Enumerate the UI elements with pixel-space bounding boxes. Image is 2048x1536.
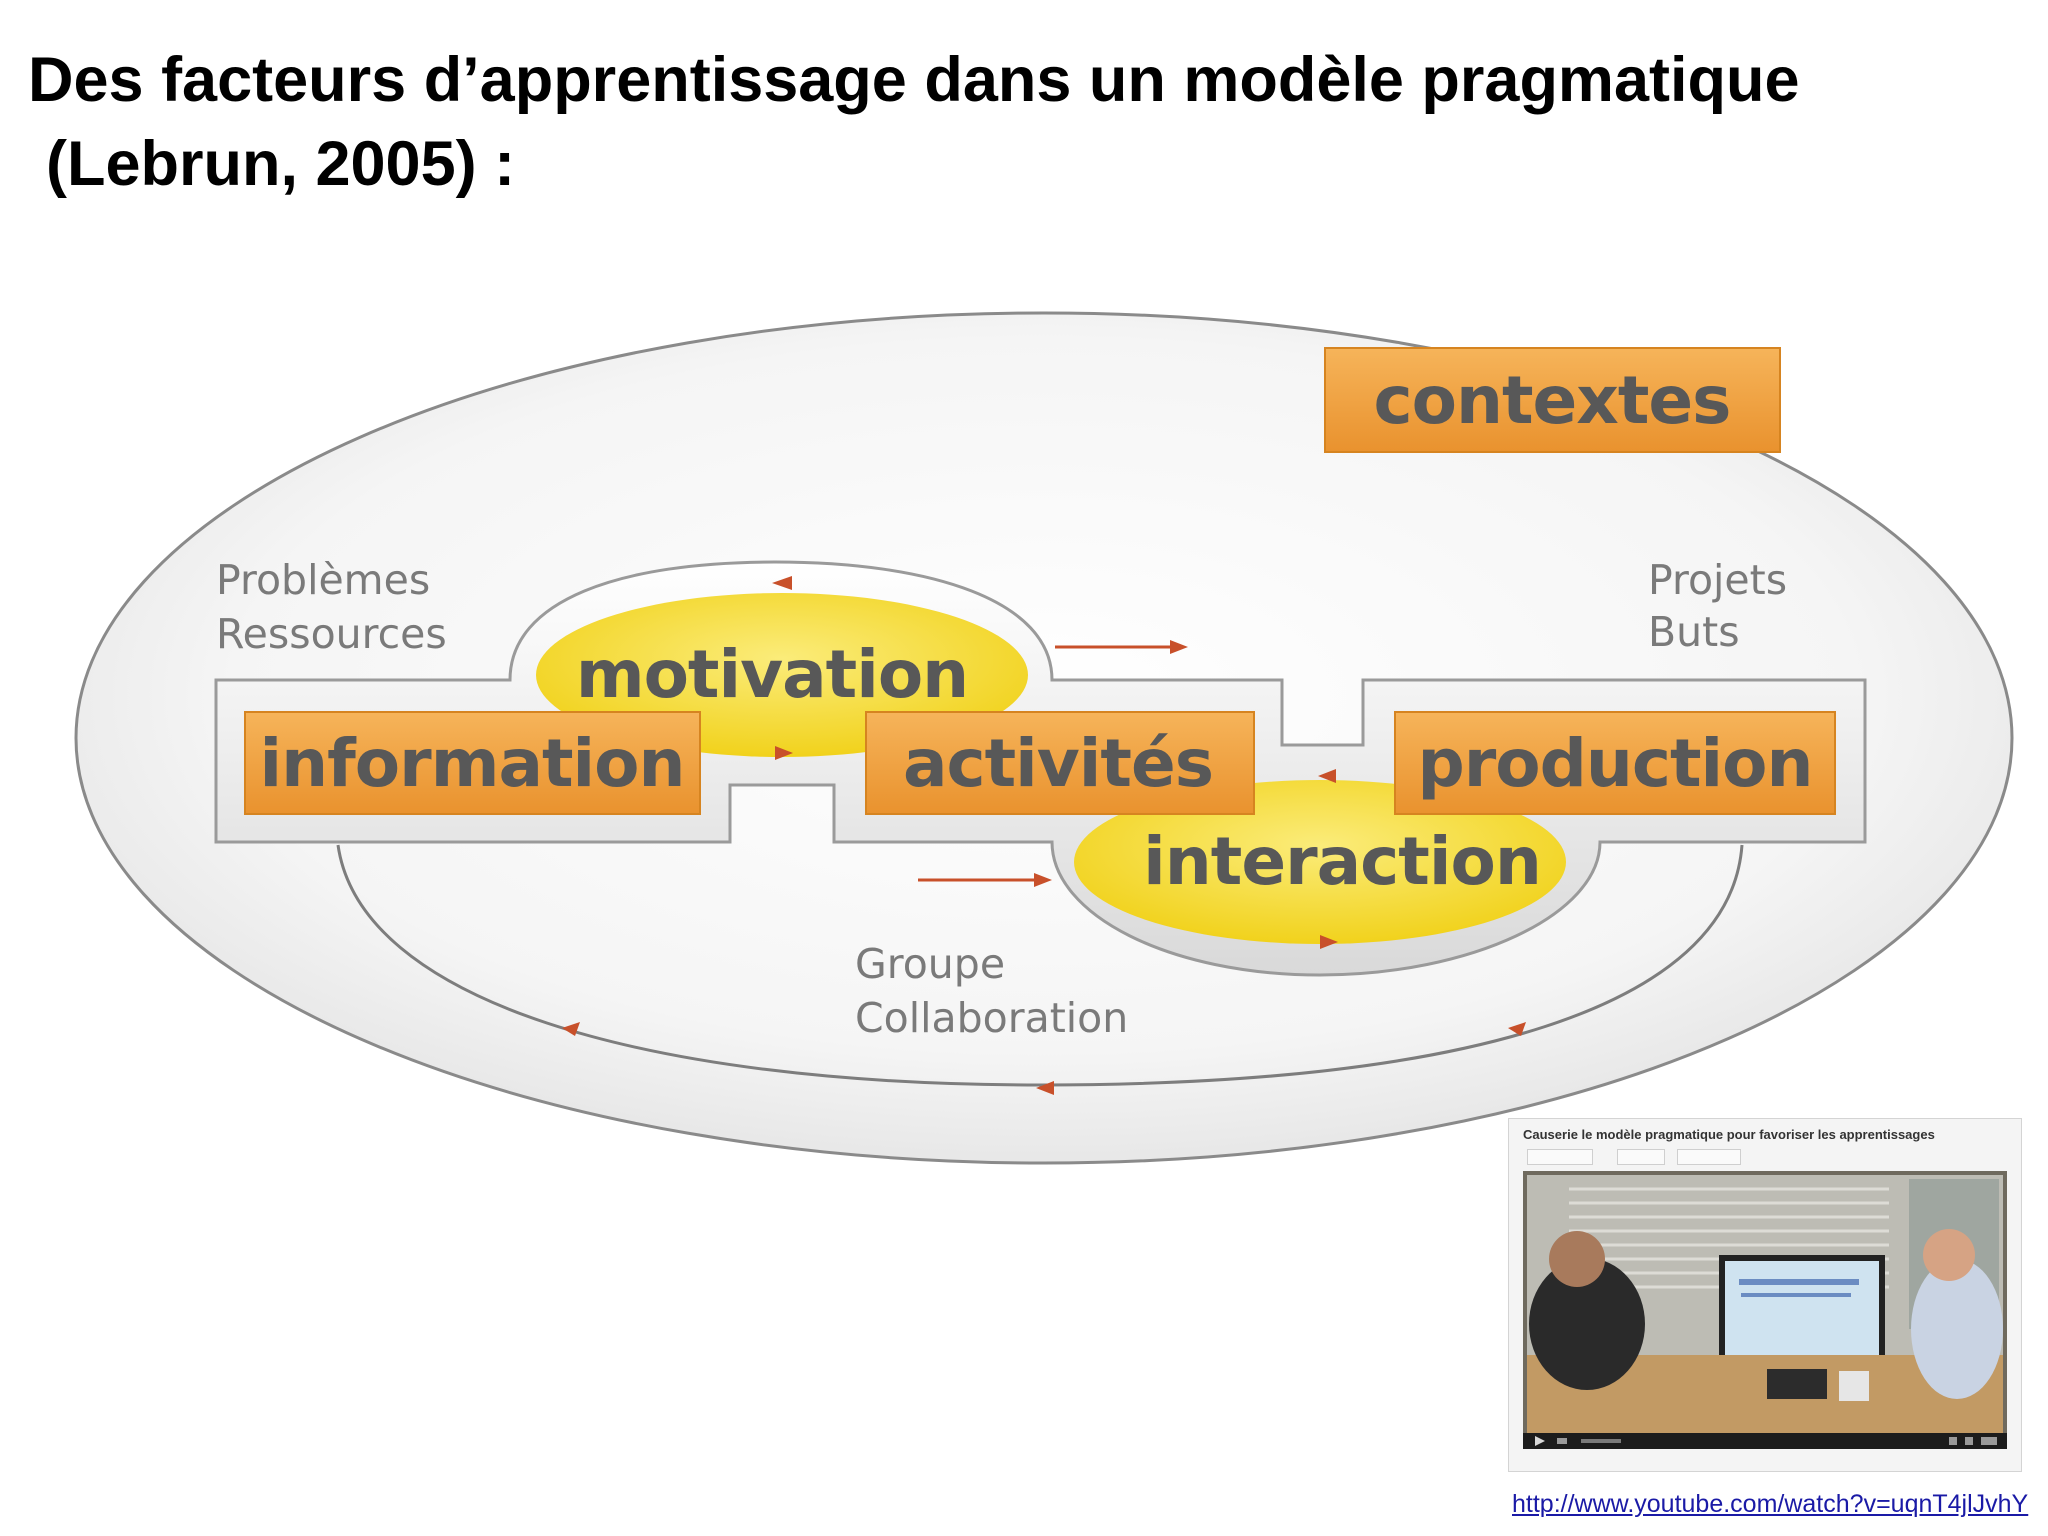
box-label-information: information (259, 725, 684, 802)
note-groupe: Groupe (855, 940, 1005, 988)
box-label-activites: activités (903, 725, 1213, 802)
note-problemes: Problèmes (216, 556, 430, 604)
arrow-head-loop-right (1508, 1022, 1526, 1036)
video-count-chip (1677, 1149, 1741, 1165)
note-ressources: Ressources (216, 610, 447, 658)
box-label-production: production (1418, 725, 1813, 802)
title-line-1: Des facteurs d’apprentissage dans un mod… (28, 45, 1800, 115)
arrow-head-outer-bottom (1036, 1081, 1054, 1095)
arrow-head-production-to-activites (1318, 769, 1336, 783)
box-activites: activités (865, 711, 1255, 815)
arrow-head-interaction-bottom (1320, 935, 1338, 949)
note-projets: Projets (1648, 556, 1787, 604)
box-label-contextes: contextes (1374, 362, 1731, 439)
inner-loop-arc (336, 844, 1744, 1087)
note-buts: Buts (1648, 608, 1740, 656)
note-collaboration: Collaboration (855, 994, 1128, 1042)
video-channel-chip (1527, 1149, 1593, 1165)
video-thumbnail[interactable]: Causerie le modèle pragmatique pour favo… (1508, 1118, 2022, 1472)
arrow-head-to-interaction (1034, 873, 1052, 887)
arrow-head-loop-left (562, 1022, 580, 1036)
oval-label-interaction: interaction (1143, 823, 1541, 900)
box-production: production (1394, 711, 1836, 815)
flow-arrows (562, 576, 1526, 1095)
title-line-2: (Lebrun, 2005) : (46, 129, 516, 199)
slide-title: Des facteurs d’apprentissage dans un mod… (28, 38, 2018, 206)
video-frame (1523, 1171, 2007, 1449)
box-contextes: contextes (1324, 347, 1781, 453)
video-subscribe-chip (1617, 1149, 1665, 1165)
interaction-oval (1074, 780, 1566, 944)
arrow-head-information-to-activites (775, 746, 793, 760)
arrow-head-motivation-to-production (1170, 640, 1188, 654)
oval-label-motivation: motivation (576, 636, 968, 713)
video-title: Causerie le modèle pragmatique pour favo… (1523, 1127, 1935, 1142)
video-url-link[interactable]: http://www.youtube.com/watch?v=uqnT4jlJv… (1512, 1490, 2029, 1518)
arrow-head-motivation-top (772, 576, 792, 590)
box-information: information (244, 711, 701, 815)
